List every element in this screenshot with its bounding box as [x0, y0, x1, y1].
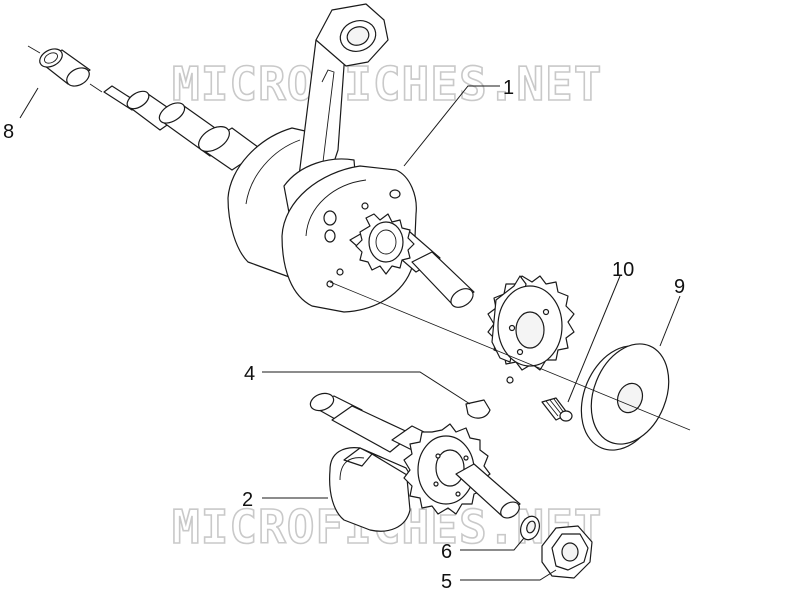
- callout-9: 9: [674, 276, 685, 298]
- callout-2: 2: [242, 489, 253, 511]
- leader-4: [262, 371, 471, 405]
- leader-10: [567, 275, 621, 403]
- callout-1: 1: [503, 77, 514, 99]
- part-4-key: [465, 399, 491, 419]
- part-2-balance-shaft: [309, 392, 521, 532]
- part-1-crankshaft: [103, 3, 475, 313]
- part-6-washer: [519, 515, 541, 541]
- leader-6: [460, 537, 525, 551]
- leader-1: [403, 85, 500, 167]
- callout-8: 8: [3, 121, 14, 143]
- leader-5: [460, 569, 557, 581]
- crank-sprocket: [355, 213, 415, 275]
- callout-5: 5: [441, 571, 452, 593]
- part-10-screw: [541, 397, 573, 422]
- assembly-axis: [329, 281, 691, 431]
- leader-8: [19, 87, 39, 119]
- leader-9: [659, 295, 681, 347]
- callout-6: 6: [441, 541, 452, 563]
- callout-4: 4: [244, 363, 255, 385]
- part-8-bushing: [27, 45, 103, 93]
- watermark-top: MICROFICHES.NET: [172, 57, 602, 111]
- part-9-washer: [580, 343, 670, 451]
- part-5-nut: [541, 525, 593, 579]
- crank-gear: [487, 275, 575, 384]
- callout-10: 10: [612, 259, 634, 281]
